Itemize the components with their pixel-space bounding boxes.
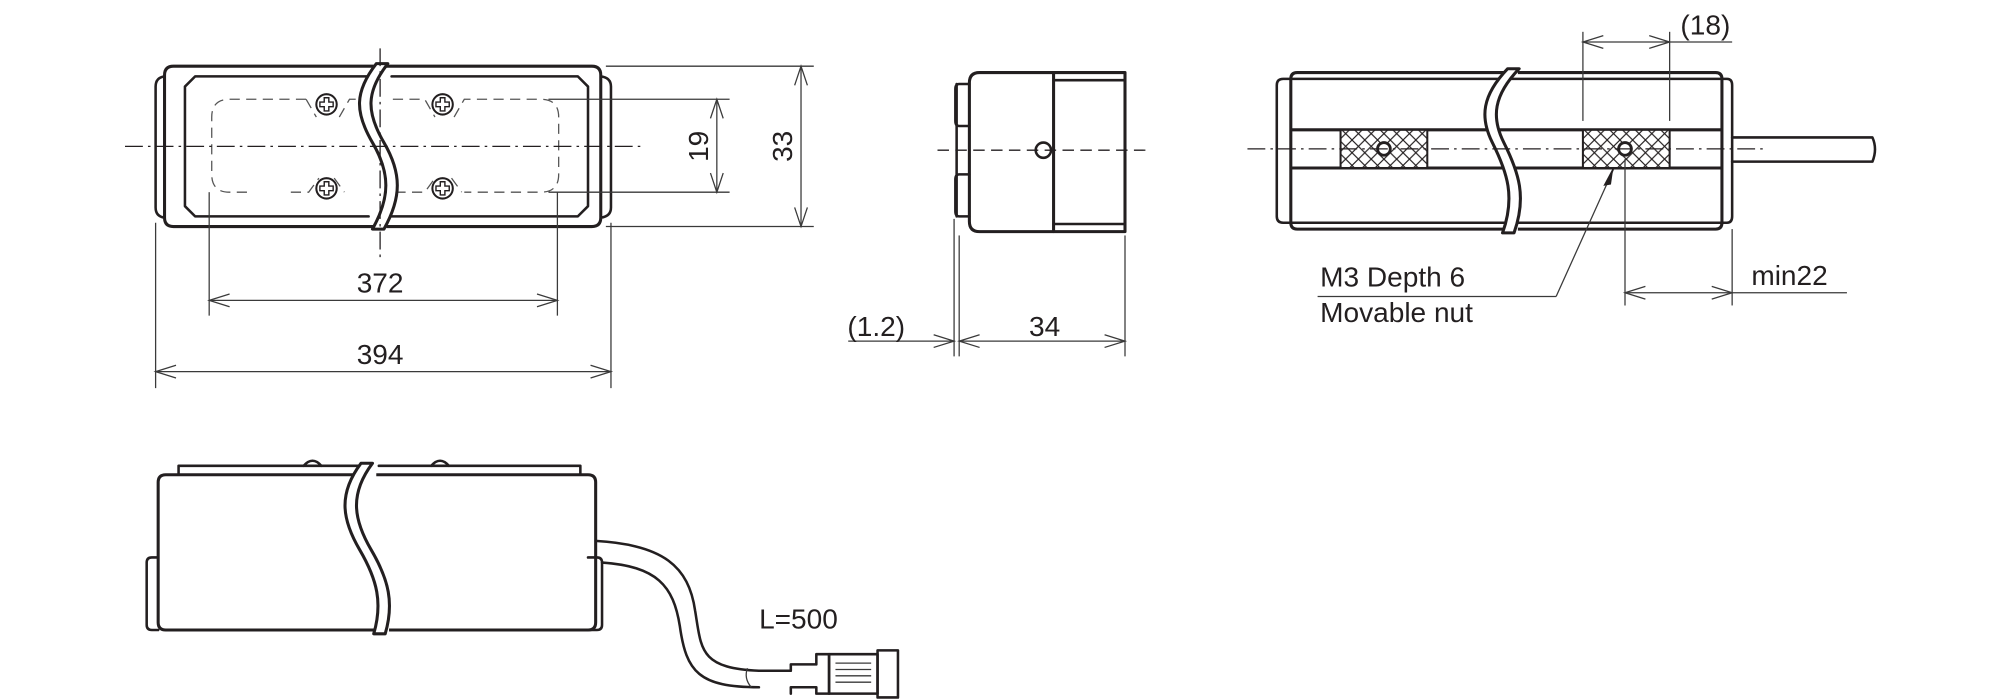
hidden-screw-recess (305, 98, 367, 118)
note-m3-depth: M3 Depth 6 (1320, 261, 1465, 292)
screw-head-bump (429, 459, 451, 468)
front-view: 19 33 372 394 (125, 48, 814, 389)
dim-33: 33 (767, 131, 798, 162)
body-left (156, 473, 379, 632)
dim-18: (18) (1680, 9, 1730, 40)
phillips-screw-icon (431, 93, 454, 116)
dim-394: 394 (357, 339, 404, 370)
arrowheads (709, 97, 724, 195)
right-end-cap (599, 75, 613, 219)
note-movable-nut: Movable nut (1320, 297, 1473, 328)
break-line (1483, 67, 1522, 235)
cable-break (745, 667, 752, 688)
arrowheads (207, 293, 560, 308)
connector-housing (757, 652, 831, 695)
dim-min22: min22 (1751, 260, 1827, 291)
connector-end (876, 649, 900, 699)
leader-line (1555, 169, 1615, 297)
break-line (343, 461, 392, 636)
dim-372: 372 (357, 268, 404, 299)
hidden-screw-recess-lower-right (395, 177, 463, 193)
arrowheads (1580, 35, 1672, 49)
cable-lower-edge (600, 561, 761, 689)
arrowheads (1622, 285, 1735, 300)
screw-head-bump (302, 459, 323, 468)
dim-34: 34 (1029, 311, 1060, 342)
cable-length-label: L=500 (759, 604, 838, 635)
front-panel-left (183, 75, 370, 218)
arrowheads (153, 364, 614, 379)
arrowheads (957, 334, 1128, 349)
dim-19: 19 (683, 131, 714, 162)
top-view: (18) M3 Depth 6 Movable nut min22 (1247, 9, 1877, 328)
top-plate (177, 464, 582, 476)
arrowheads (933, 334, 957, 349)
dim-1-2: (1.2) (847, 311, 905, 342)
body-right (376, 473, 598, 632)
left-end-cap (145, 556, 160, 632)
hidden-screw-recess-lower (290, 177, 345, 193)
phillips-screw-icon (431, 177, 454, 200)
side-body-rear (1052, 71, 1127, 234)
cable-upper-edge (594, 539, 761, 672)
right-end-cap (1720, 77, 1734, 224)
side-view: (1.2) 34 (847, 71, 1151, 357)
left-end-cap (1275, 77, 1293, 224)
side-body-front (967, 71, 1054, 234)
arrowheads (794, 64, 809, 229)
top-body-right (1517, 71, 1724, 231)
leader-arrow (1603, 166, 1614, 186)
hidden-outline-right (392, 98, 560, 193)
right-end-cap (586, 556, 604, 632)
phillips-screw-icon (315, 177, 338, 200)
bottom-view: L=500 (145, 459, 900, 699)
connector-latch (827, 652, 879, 695)
top-body-left (1289, 71, 1506, 231)
cable-stub (1730, 136, 1877, 163)
phillips-screw-icon (315, 93, 338, 116)
